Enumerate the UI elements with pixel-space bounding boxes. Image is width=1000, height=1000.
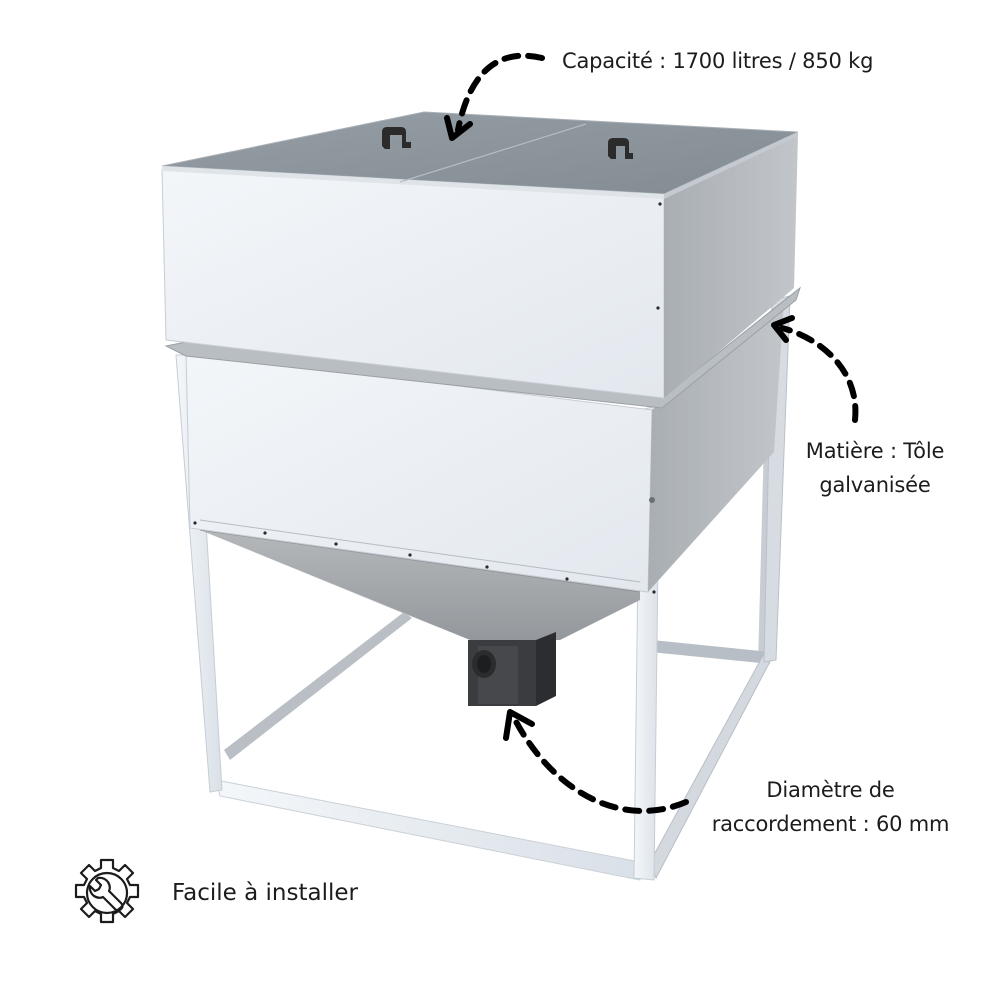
lid-handles bbox=[382, 127, 633, 159]
capacity-callout: Capacité : 1700 litres / 850 kg bbox=[562, 44, 873, 78]
diameter-text-line1: Diamètre de bbox=[766, 778, 895, 802]
diameter-text-line2: raccordement : 60 mm bbox=[711, 812, 950, 836]
feature-label: Facile à installer bbox=[172, 880, 358, 906]
lower-body bbox=[185, 300, 784, 594]
material-text-line2: galvanisée bbox=[819, 473, 931, 497]
arrow-capacity bbox=[444, 52, 545, 141]
lid bbox=[161, 111, 799, 199]
upper-body bbox=[161, 134, 798, 399]
material-callout: Matière : Tôle galvanisée bbox=[780, 434, 970, 502]
arrow-diameter bbox=[503, 709, 689, 814]
arrow-material bbox=[771, 315, 859, 423]
outlet-box bbox=[468, 632, 556, 706]
hopper-cone bbox=[199, 529, 641, 640]
material-text-line1: Matière : Tôle bbox=[805, 439, 945, 463]
feature-easy-install: Facile à installer bbox=[70, 856, 358, 930]
capacity-text: Capacité : 1700 litres / 850 kg bbox=[562, 49, 874, 73]
diameter-callout: Diamètre de raccordement : 60 mm bbox=[688, 773, 973, 841]
gear-wrench-icon bbox=[74, 858, 140, 924]
